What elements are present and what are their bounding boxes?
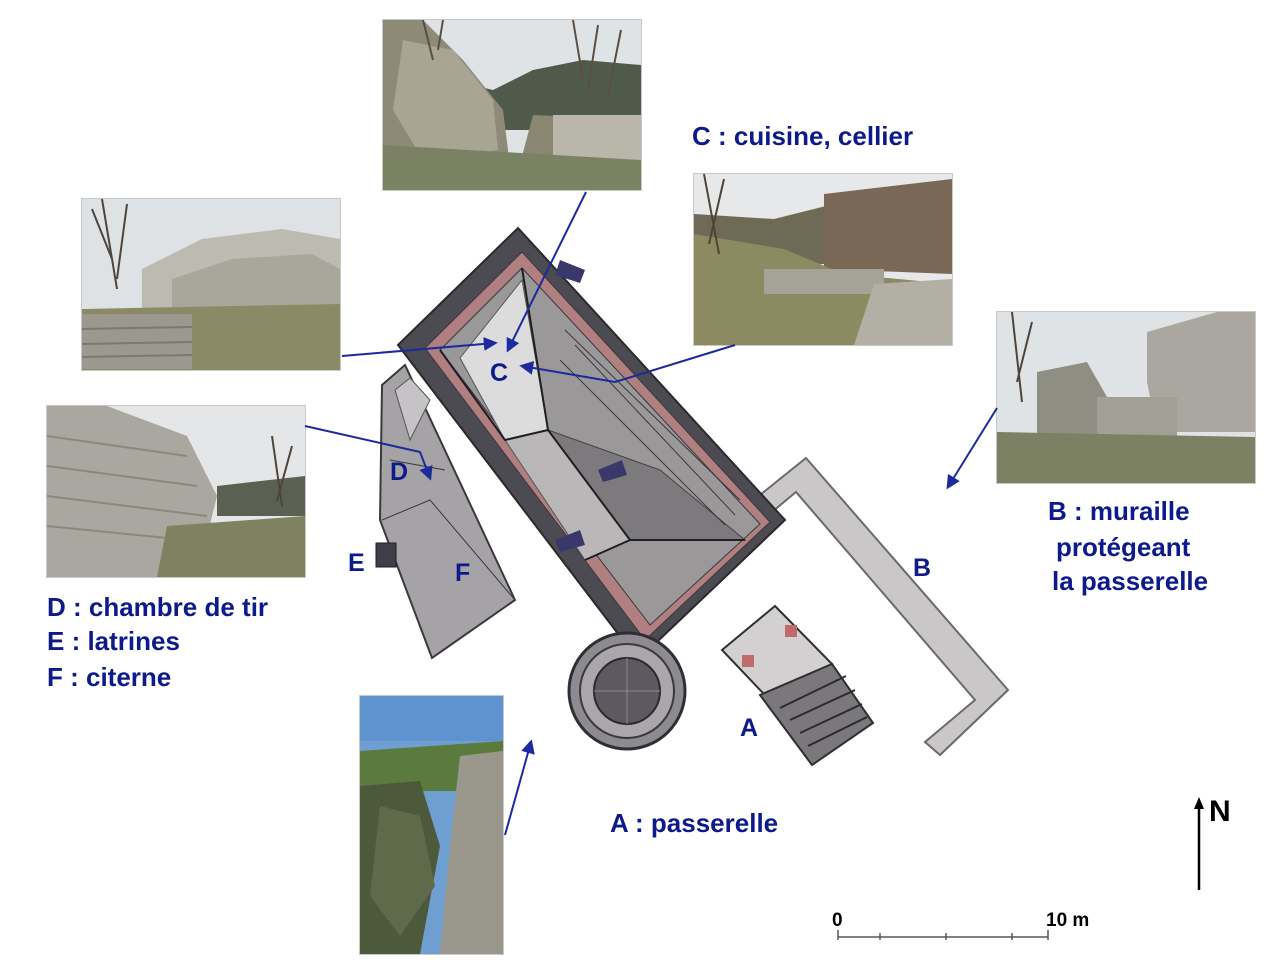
- caption-d-shooting-chamber: D : chambre de tir: [47, 592, 269, 622]
- north-label: N: [1209, 795, 1231, 828]
- plan-letter-a: A: [740, 714, 759, 742]
- caption-b-line3: la passerelle: [1052, 566, 1209, 596]
- plan-letter-c: C: [490, 359, 509, 387]
- plan-letter-f: F: [455, 559, 471, 587]
- caption-a-footbridge: A : passerelle: [610, 808, 779, 838]
- caption-b-line1: B : muraille: [1048, 496, 1190, 526]
- arrow-photo-to-b: [946, 407, 998, 490]
- caption-c-kitchen: C : cuisine, cellier: [692, 121, 914, 151]
- annex-d-e-f: [375, 363, 517, 660]
- photo-valley-right: [694, 174, 952, 345]
- plan-letter-b: B: [913, 554, 932, 582]
- caption-f-cistern: F : citerne: [47, 662, 172, 692]
- round-tower: [567, 631, 687, 751]
- photo-kitchen-top: [383, 20, 641, 190]
- scale-label-start: 0: [832, 910, 843, 931]
- caption-e-latrines: E : latrines: [47, 626, 180, 656]
- plan-letter-e: E: [348, 549, 365, 577]
- north-arrow-icon: [1194, 797, 1204, 890]
- entrance-footbridge: [720, 604, 875, 767]
- photo-wall-left: [82, 199, 340, 370]
- plan-letter-d: D: [390, 458, 409, 486]
- photo-rampart-right: [997, 312, 1255, 483]
- photo-shooting-chamber: [47, 406, 305, 577]
- arrow-top-photo-to-c: [506, 191, 587, 353]
- arrow-cliff-photo: [504, 739, 535, 836]
- arrow-left-photo-to-c: [341, 336, 498, 357]
- photo-cliff: [360, 696, 503, 954]
- caption-b-line2: protégeant: [1056, 532, 1191, 562]
- arrow-right-photo-to-c: [519, 344, 736, 384]
- rampart-wall: [758, 456, 1010, 757]
- scale-label-end: 10 m: [1046, 910, 1090, 931]
- arrow-photo-to-d: [304, 425, 433, 481]
